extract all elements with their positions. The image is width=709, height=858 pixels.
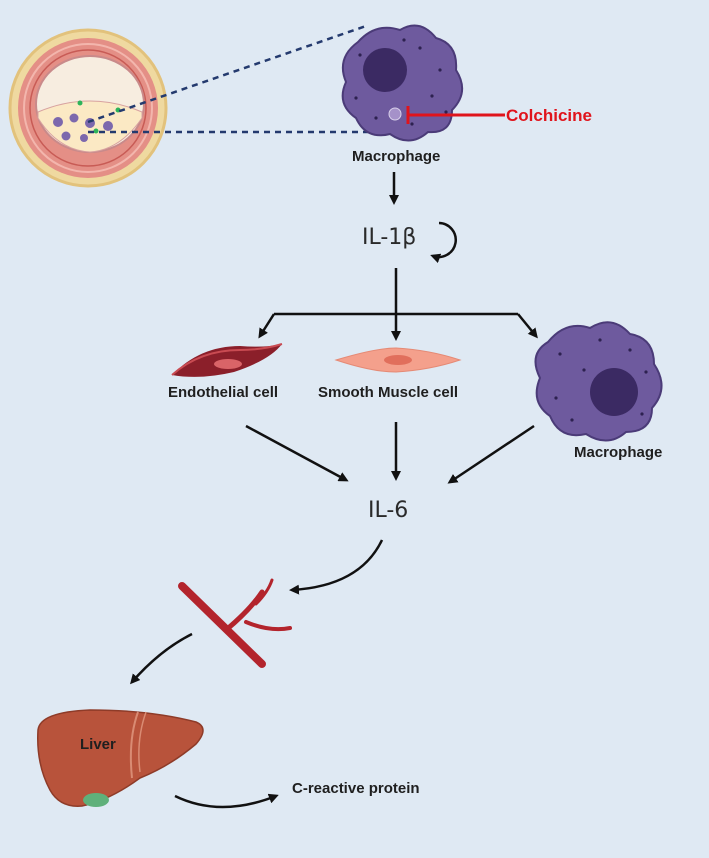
- arrows-to-il6: [245, 422, 535, 484]
- liver-icon: [37, 709, 204, 807]
- zoom-connector-lines: [87, 24, 372, 134]
- artery-cross-section-icon: [8, 28, 168, 188]
- macrophage-top-icon: [341, 24, 463, 142]
- arrow-il6-to-vessel: [289, 539, 384, 595]
- il1b-label: IL-1β: [362, 225, 417, 250]
- smooth-muscle-cell-icon: [334, 347, 462, 373]
- il1b-branch-arrows: [258, 268, 538, 341]
- smooth-muscle-cell-label: Smooth Muscle cell: [318, 384, 459, 401]
- crp-label: C-reactive protein: [292, 780, 420, 797]
- arrow-vessel-to-liver: [130, 632, 193, 685]
- il6-label: IL-6: [368, 498, 409, 523]
- liver-label: Liver: [80, 736, 116, 753]
- colchicine-label: Colchicine: [506, 106, 592, 125]
- colchicine-inhibition-line: [406, 106, 505, 124]
- macrophage-right-label: Macrophage: [574, 444, 663, 461]
- arrow-liver-to-crp: [174, 793, 279, 809]
- blood-vessel-icon: [178, 578, 292, 668]
- endothelial-cell-icon: [171, 343, 283, 377]
- macrophage-right-icon: [534, 321, 663, 442]
- macrophage-top-label: Macrophage: [352, 148, 441, 165]
- il1b-autocrine-loop-arrow: [430, 221, 457, 264]
- endothelial-cell-label: Endothelial cell: [168, 384, 279, 401]
